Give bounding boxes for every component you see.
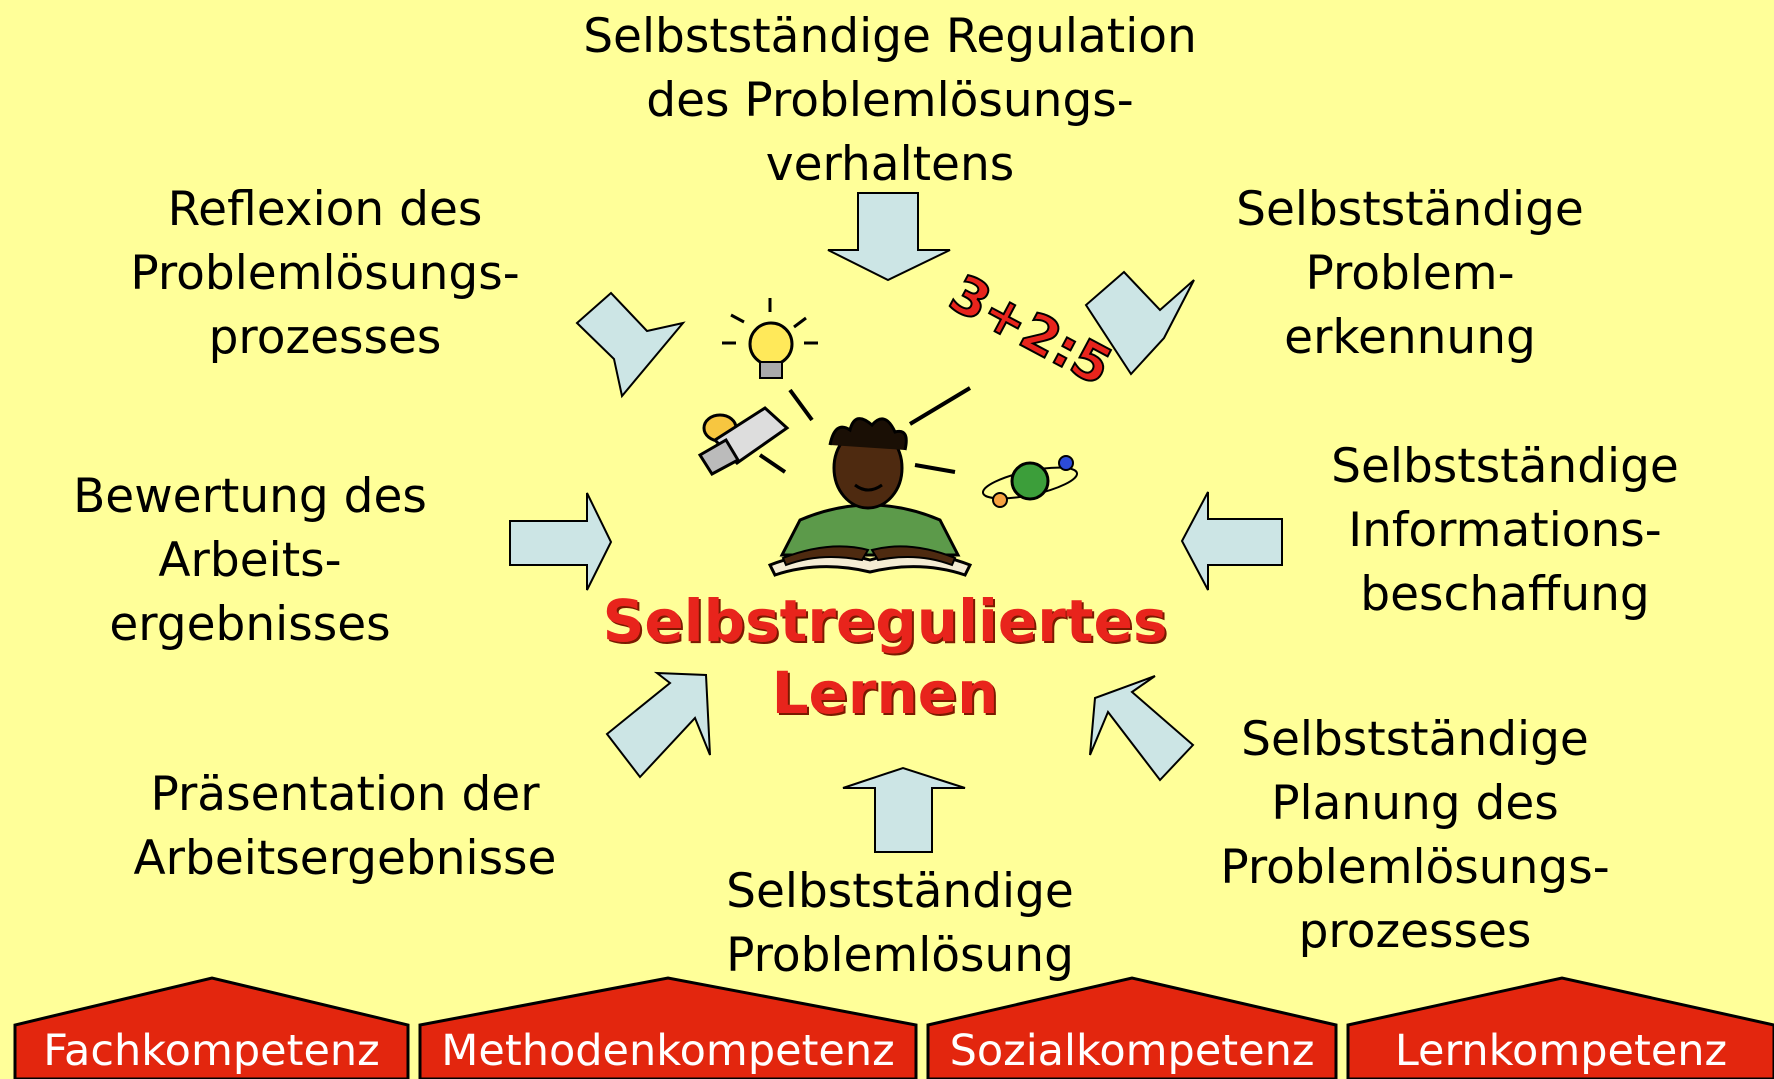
label-line: Bewertung des <box>73 469 427 524</box>
label-line: verhaltens <box>765 137 1015 192</box>
arrow-lower-left <box>605 671 711 779</box>
label-line: Selbstständige <box>1236 182 1584 237</box>
label-line: Planung des <box>1271 776 1559 831</box>
label-line: Selbstständige <box>1241 712 1589 767</box>
competency-methodenkompetenz: Methodenkompetenz <box>441 1026 895 1076</box>
label-line: Selbstständige Regulation <box>583 9 1197 64</box>
label-line: Arbeits- <box>158 533 342 588</box>
label-line: des Problemlösungs- <box>646 73 1134 128</box>
label-problemloesung: Selbstständige Problemlösung <box>690 860 1110 988</box>
pillar-fachkompetenz <box>13 976 410 1079</box>
label-line: ergebnisses <box>109 597 391 652</box>
label-praesentation: Präsentation der Arbeitsergebnisse <box>90 763 600 891</box>
label-line: beschaffung <box>1360 567 1650 622</box>
pillar-lernkompetenz <box>1346 976 1774 1079</box>
label-line: erkennung <box>1284 310 1536 365</box>
arrow-bottom <box>842 766 966 853</box>
label-line: Problem- <box>1305 246 1515 301</box>
arrow-mid-left <box>509 492 613 591</box>
label-line: prozesses <box>208 310 442 365</box>
label-line: Informations- <box>1348 503 1662 558</box>
label-problemerkennung: Selbstständige Problem- erkennung <box>1190 178 1630 370</box>
label-informationsbeschaffung: Selbstständige Informations- beschaffung <box>1280 435 1730 627</box>
label-regulation: Selbstständige Regulation des Problemlös… <box>520 5 1260 197</box>
arrow-mid-right <box>1180 491 1283 591</box>
lightbulb-icon <box>722 298 818 422</box>
label-line: Selbstständige <box>726 864 1074 919</box>
pillar-methodenkompetenz <box>418 976 918 1079</box>
label-line: Arbeitsergebnisse <box>133 831 557 886</box>
competency-fachkompetenz: Fachkompetenz <box>43 1026 380 1076</box>
label-line: Problemlösungs- <box>130 246 520 301</box>
arrow-upper-right <box>1084 270 1195 376</box>
label-line: Reflexion des <box>167 182 483 237</box>
pillar-sozialkompetenz <box>926 976 1338 1079</box>
equation-text: 3+2:5 <box>940 264 1121 398</box>
competency-sozialkompetenz: Sozialkompetenz <box>949 1026 1315 1076</box>
competency-lernkompetenz: Lernkompetenz <box>1394 1026 1728 1076</box>
center-title-line: Selbstreguliertes <box>602 587 1168 655</box>
label-line: prozesses <box>1298 904 1532 959</box>
center-title-line: Lernen <box>771 659 999 727</box>
label-reflexion: Reflexion des Problemlösungs- prozesses <box>80 178 570 370</box>
label-line: Problemlösung <box>726 928 1074 983</box>
satellite-icon <box>697 406 790 476</box>
label-line: Problemlösungs- <box>1220 840 1610 895</box>
label-planung: Selbstständige Planung des Problemlösung… <box>1190 708 1640 964</box>
label-line: Präsentation der <box>150 767 540 822</box>
arrow-top <box>827 192 951 282</box>
arrow-upper-left <box>575 291 686 399</box>
label-line: Selbstständige <box>1331 439 1679 494</box>
label-bewertung: Bewertung des Arbeits- ergebnisses <box>40 465 460 657</box>
student-reading-icon <box>767 417 973 577</box>
planet-icon <box>914 455 1079 508</box>
center-title: Selbstreguliertes Lernen <box>560 585 1210 729</box>
arrow-lower-right <box>1089 675 1195 782</box>
